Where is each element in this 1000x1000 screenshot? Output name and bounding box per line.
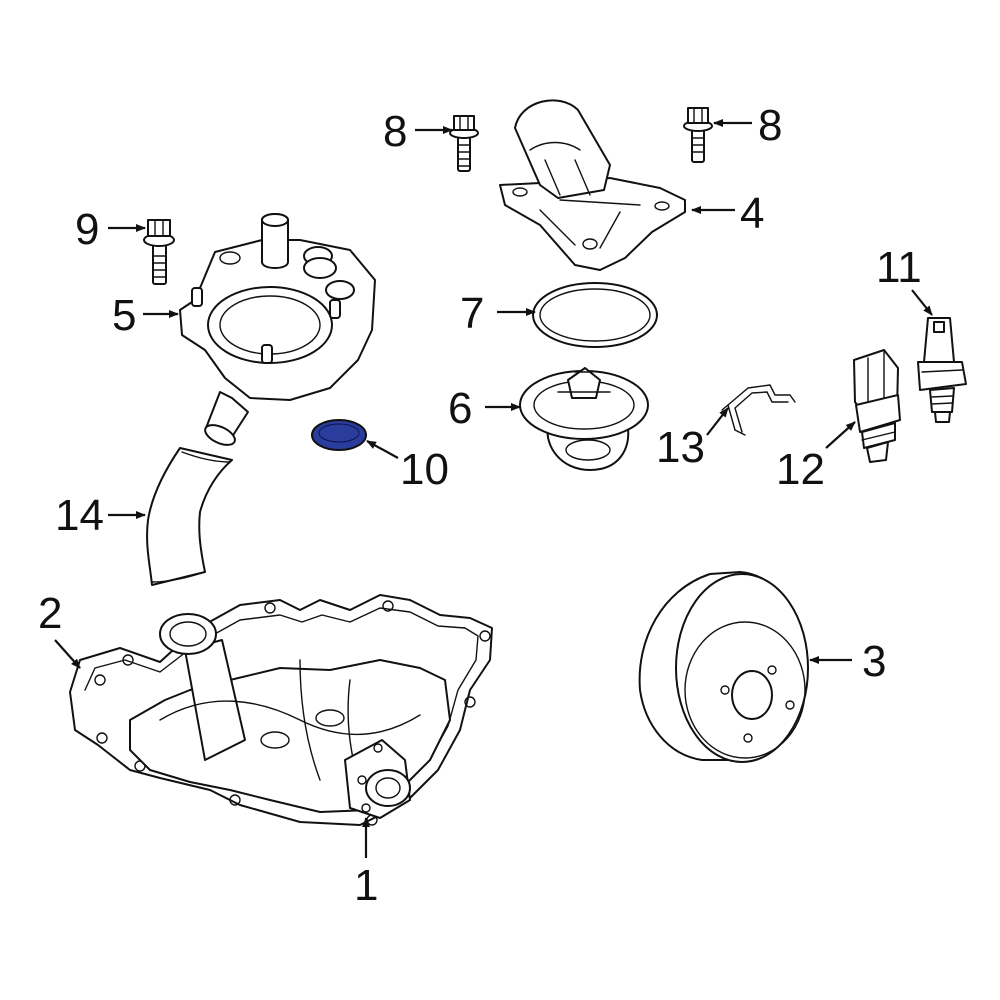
callout-6: 6 [448, 384, 472, 433]
callout-9: 9 [75, 205, 99, 254]
seal-10-highlighted[interactable] [311, 419, 367, 451]
thermostat-6 [519, 367, 649, 471]
callout-4: 4 [740, 189, 764, 238]
temperature-sensor-12 [853, 349, 901, 463]
callout-12: 12 [776, 445, 825, 494]
callout-8-right: 8 [758, 101, 782, 150]
callout-1: 1 [354, 861, 378, 910]
callout-5: 5 [112, 291, 136, 340]
callout-11: 11 [876, 243, 922, 292]
pulley-3 [638, 571, 809, 763]
callout-2: 2 [38, 589, 62, 638]
water-pump-1 [129, 613, 451, 819]
leader-2 [54, 639, 81, 669]
callout-8-left: 8 [383, 107, 407, 156]
leader-11 [911, 289, 933, 316]
callout-labels: 8 8 4 9 5 7 6 10 11 12 13 14 2 3 1 [38, 101, 922, 910]
leader-lines [54, 119, 933, 858]
bolt-8-left [449, 115, 479, 172]
leader-13 [706, 407, 729, 436]
coolant-hose-14 [146, 447, 233, 586]
leader-10 [366, 440, 399, 459]
callout-3: 3 [862, 637, 886, 686]
bolt-8-right [683, 107, 713, 163]
callout-14: 14 [55, 491, 104, 540]
bolt-9 [143, 219, 175, 285]
callout-10: 10 [400, 445, 449, 494]
thermostat-outlet-housing [499, 99, 686, 271]
temperature-sensor-11 [917, 317, 967, 423]
callout-13: 13 [656, 423, 705, 472]
retaining-clip-13 [721, 384, 796, 436]
o-ring-seal-7 [532, 282, 658, 348]
thermostat-housing [179, 213, 376, 446]
leader-12 [825, 421, 856, 449]
callout-7: 7 [460, 289, 484, 338]
